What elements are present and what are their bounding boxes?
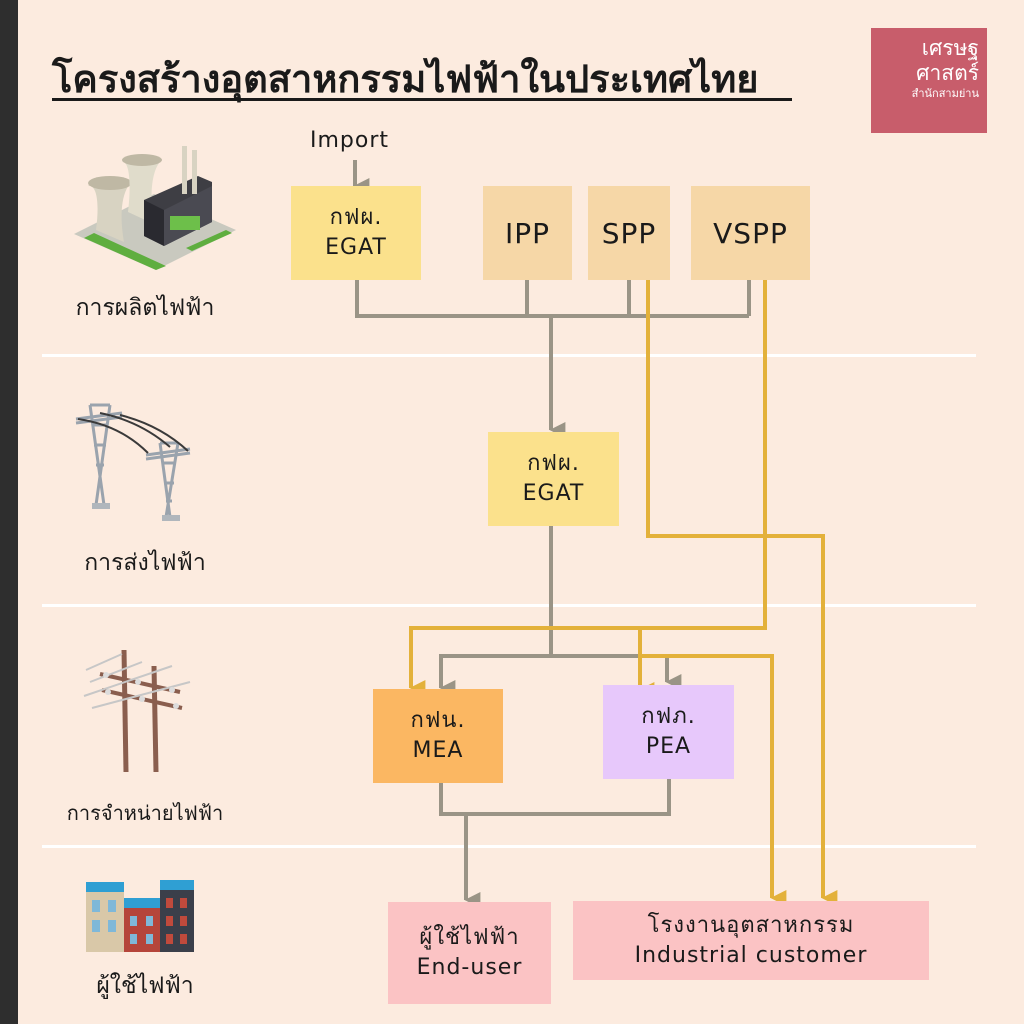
stage-label-users: ผู้ใช้ไฟฟ้า [96, 973, 194, 999]
logo-line-2: ศาสตร์ [916, 61, 979, 85]
industrial-thai: โรงงานอุตสาหกรรม [647, 912, 855, 938]
vspp-label: VSPP [713, 216, 788, 250]
stage-label-generation: การผลิตไฟฟ้า [75, 295, 215, 321]
stage-label-distribution: การจำหน่ายไฟฟ้า [66, 801, 224, 825]
ipp-label: IPP [504, 216, 551, 250]
page-title: โครงสร้างอุตสาหกรรมไฟฟ้าในประเทศไทย [52, 57, 759, 101]
vspp-to-distribution-line [409, 280, 767, 696]
buildings-icon [86, 880, 194, 952]
gen-collector-line [355, 280, 751, 318]
utility-pole-icon [83, 649, 191, 773]
egat-generation-thai: กฟผ. [329, 205, 383, 230]
industrial-customer-box: โรงงานอุตสาหกรรม Industrial customer [573, 901, 929, 980]
pea-box: กฟภ. PEA [603, 685, 734, 779]
transmission-to-distribution-line [439, 526, 669, 688]
spp-label: SPP [601, 216, 657, 250]
egat-generation-box: กฟผ. EGAT [291, 186, 421, 280]
pea-eng: PEA [645, 734, 692, 759]
pea-thai: กฟภ. [641, 704, 696, 729]
distribution-to-industrial-line [640, 654, 787, 906]
stage-label-transmission: การส่งไฟฟ้า [84, 550, 206, 576]
ipp-box: IPP [483, 186, 572, 280]
transmission-tower-icon [75, 403, 191, 521]
logo-line-1: เศรษฐ [921, 36, 979, 60]
mea-thai: กฟน. [410, 708, 466, 733]
power-plant-icon [74, 146, 236, 270]
import-label: Import [310, 128, 390, 153]
mea-box: กฟน. MEA [373, 689, 503, 783]
vspp-box: VSPP [691, 186, 810, 280]
spp-to-industrial-line [646, 280, 838, 906]
industrial-eng: Industrial customer [634, 942, 868, 968]
distribution-to-enduser-line [439, 779, 671, 900]
egat-generation-eng: EGAT [325, 235, 387, 260]
end-user-eng: End-user [416, 955, 523, 980]
end-user-box: ผู้ใช้ไฟฟ้า End-user [388, 902, 551, 1004]
egat-transmission-box: กฟผ. EGAT [488, 432, 619, 526]
spp-box: SPP [588, 186, 670, 280]
end-user-thai: ผู้ใช้ไฟฟ้า [419, 925, 520, 950]
section-divider-2 [42, 604, 976, 607]
section-divider-1 [42, 354, 976, 357]
egat-transmission-thai: กฟผ. [527, 451, 580, 476]
mea-eng: MEA [412, 738, 464, 763]
left-edge-strip [0, 0, 18, 1024]
section-divider-3 [42, 845, 976, 848]
brand-logo: เศรษฐ ศาสตร์ สำนักสามย่าน [871, 28, 987, 133]
logo-line-3: สำนักสามย่าน [911, 87, 979, 100]
egat-transmission-eng: EGAT [522, 481, 585, 506]
title-underline [52, 98, 792, 101]
